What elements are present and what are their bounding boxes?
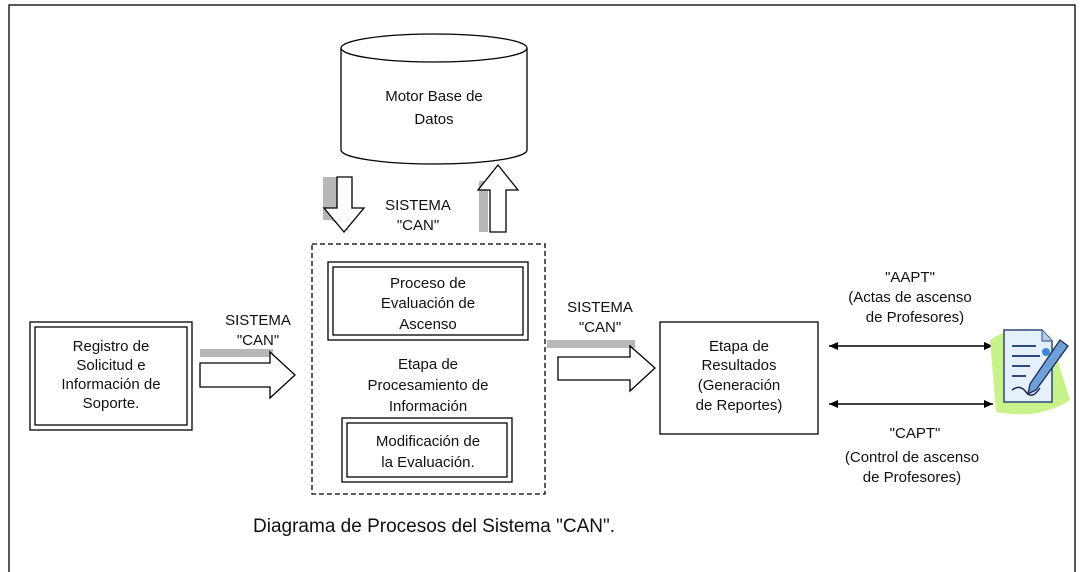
modificacion-line1: Modificación de — [376, 433, 480, 450]
registro-line4: Soporte. — [83, 395, 140, 412]
proceso-evaluacion-line1: Proceso de — [390, 275, 466, 292]
proceso-evaluacion-box — [327, 261, 529, 341]
arrow-down-to-process — [322, 176, 366, 234]
sistema-label-top-line1: SISTEMA — [385, 197, 451, 214]
proceso-evaluacion-line3: Ascenso — [399, 316, 457, 333]
registro-line1: Registro de — [73, 338, 150, 355]
diagram-caption: Diagrama de Procesos del Sistema "CAN". — [253, 516, 615, 537]
capt-line3: de Profesores) — [863, 469, 961, 486]
registro-line3: Información de — [61, 376, 160, 393]
etapa-resultados-line4: de Reportes) — [696, 397, 783, 414]
diagram-frame — [8, 4, 1076, 572]
modificacion-box — [341, 417, 513, 483]
arrow-up-to-database — [476, 163, 520, 233]
etapa-resultados-line2: Resultados — [701, 357, 776, 374]
capt-line1: "CAPT" — [890, 425, 941, 442]
registro-box — [29, 321, 193, 431]
etapa-resultados-line1: Etapa de — [709, 338, 769, 355]
etapa-resultados-box — [659, 321, 819, 435]
aapt-line3: de Profesores) — [866, 309, 964, 326]
sistema-label-top-line2: "CAN" — [397, 217, 439, 234]
etapa-procesamiento-line3: Información — [389, 398, 467, 415]
sistema-label-left-line1: SISTEMA — [225, 312, 291, 329]
modificacion-line2: la Evaluación. — [381, 454, 474, 471]
sistema-label-left-line2: "CAN" — [237, 332, 279, 349]
hollow-arrow-icon — [547, 340, 656, 393]
aapt-line2: (Actas de ascenso — [848, 289, 971, 306]
database-label-line1: Motor Base de — [385, 88, 483, 105]
sistema-label-right-line1: SISTEMA — [567, 299, 633, 316]
database-cylinder-icon — [340, 33, 528, 165]
document-signature-icon — [990, 328, 1070, 415]
etapa-procesamiento-line2: Procesamiento de — [368, 377, 489, 394]
hollow-arrow-icon — [199, 349, 296, 400]
capt-line2: (Control de ascenso — [845, 449, 979, 466]
processing-stage-container — [311, 243, 546, 495]
etapa-procesamiento-line1: Etapa de — [398, 356, 458, 373]
etapa-resultados-line3: (Generación — [698, 377, 781, 394]
database-label-line2: Datos — [414, 111, 453, 128]
aapt-line1: "AAPT" — [885, 269, 935, 286]
registro-line2: Solicitud e — [76, 357, 145, 374]
proceso-evaluacion-line2: Evaluación de — [381, 295, 475, 312]
sistema-label-right-line2: "CAN" — [579, 319, 621, 336]
